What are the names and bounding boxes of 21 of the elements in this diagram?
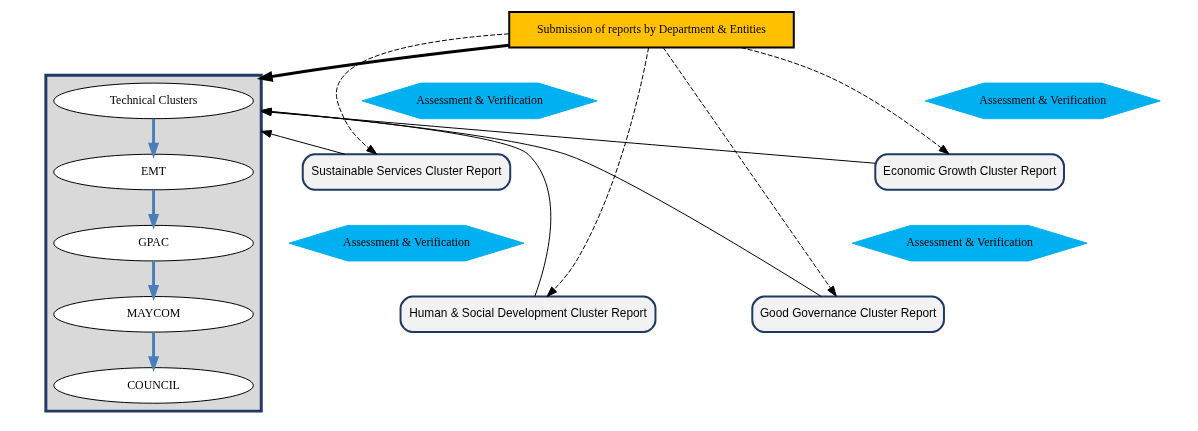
arrow: [662, 47, 837, 297]
arrow: [335, 33, 510, 155]
arrow: [260, 130, 346, 155]
node-ellipse: MAYCOM: [53, 296, 254, 333]
node-ellipse: COUNCIL: [53, 367, 254, 404]
arrow: [740, 47, 950, 155]
cluster: [44, 73, 263, 413]
arrow: [256, 43, 510, 82]
node-box: Submission of reports by Department & Entities: [508, 11, 795, 49]
node-box: Sustainable Services Cluster Report: [301, 153, 512, 191]
node-ellipse: Technical Clusters: [53, 82, 254, 120]
node-box: Human & Social Development Cluster Report: [399, 295, 657, 334]
arrow: [148, 261, 160, 301]
node-ellipse: GPAC: [53, 224, 254, 262]
arrow: [148, 332, 160, 373]
arrow: [148, 190, 160, 230]
node-box: Good Governance Cluster Report: [751, 295, 945, 334]
arrow: [148, 118, 160, 159]
arrow: [546, 47, 650, 297]
node-ellipse: EMT: [53, 153, 254, 191]
node-box: Economic Growth Cluster Report: [874, 153, 1065, 191]
